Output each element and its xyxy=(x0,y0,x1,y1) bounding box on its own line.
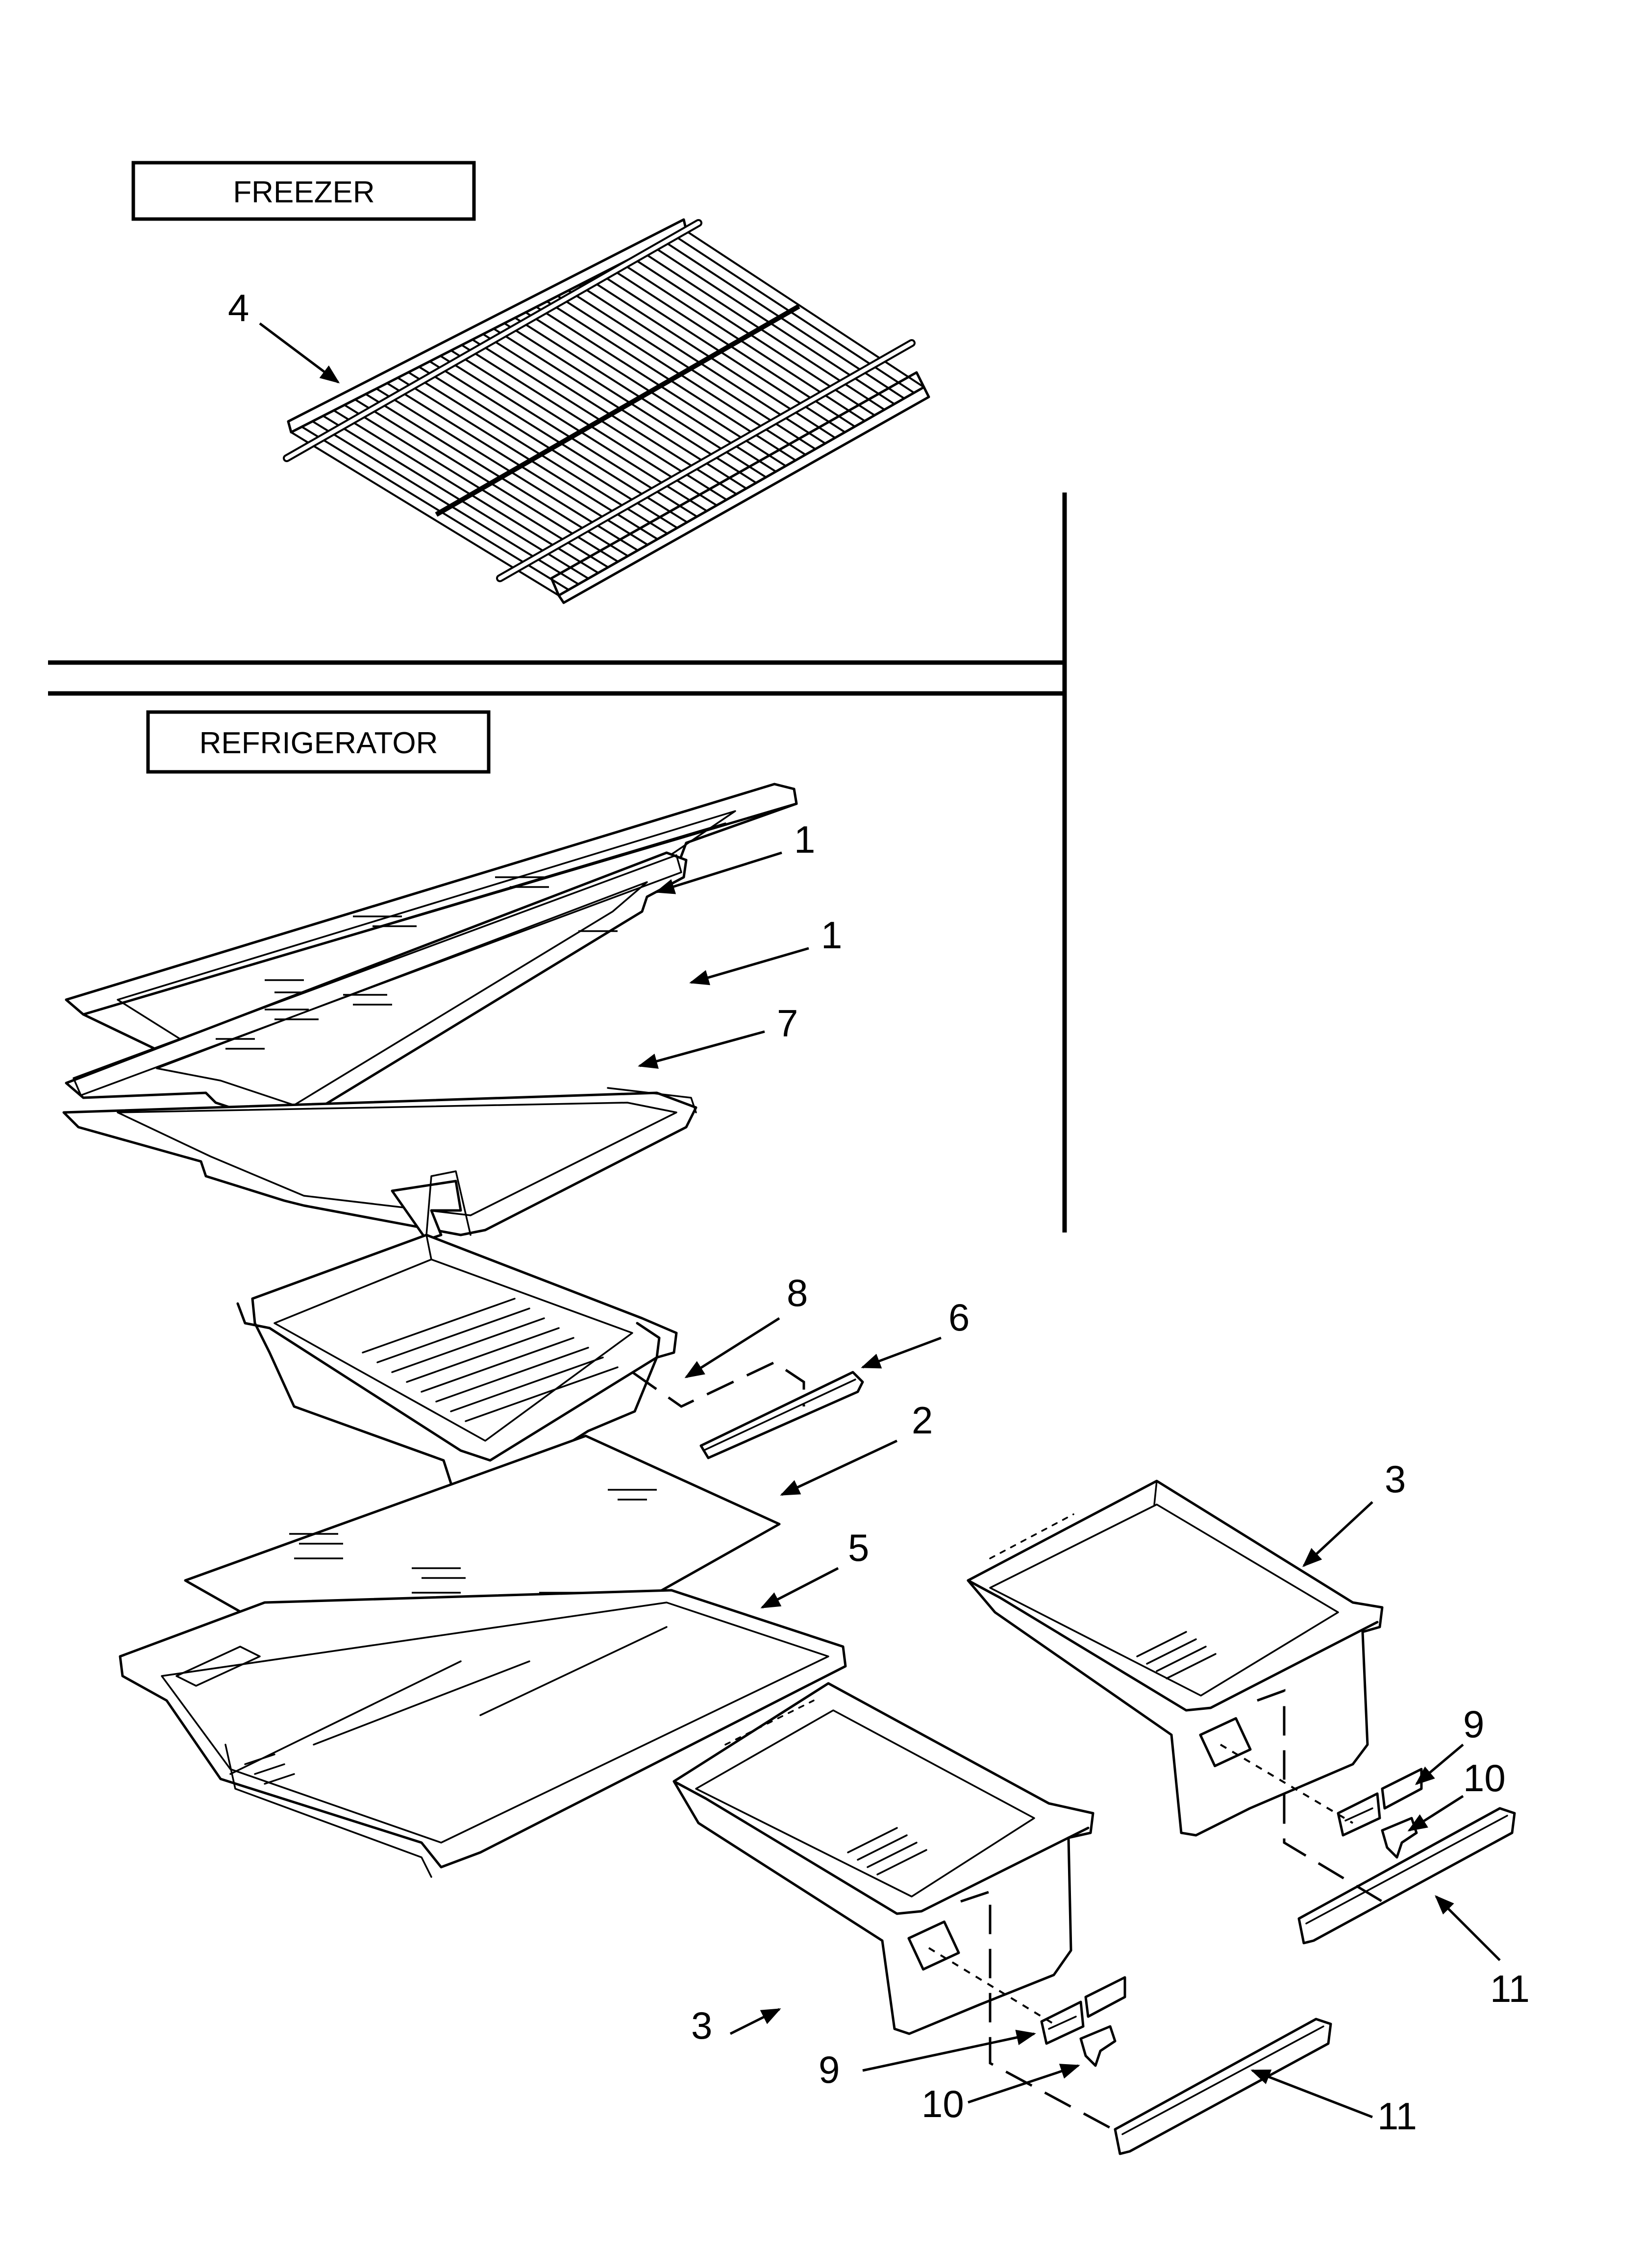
callout-11-left: 11 xyxy=(1377,2095,1417,2138)
handle-clip-right xyxy=(1337,1768,1423,1837)
callout-7: 7 xyxy=(777,1002,798,1045)
refrigerator-label-box: REFRIGERATOR xyxy=(146,710,491,774)
crisper-ribs-right xyxy=(1136,1631,1217,1679)
vent-slots xyxy=(244,1753,295,1785)
crisper-ribs-left xyxy=(847,1827,927,1875)
callout-3-left: 3 xyxy=(691,2004,712,2047)
callout-8: 8 xyxy=(787,1271,808,1314)
deli-drawer xyxy=(236,1170,678,1530)
drawer-trim xyxy=(699,1371,864,1459)
callout-4: 4 xyxy=(228,286,249,329)
crisper-cover-frame xyxy=(119,1589,847,1878)
freezer-wire-shelf xyxy=(283,218,930,604)
crisper-top-dots-right xyxy=(989,1513,1074,1559)
callout-11-right: 11 xyxy=(1490,1967,1530,2010)
assembly-lines xyxy=(631,1361,1383,2133)
glass-shelf-second xyxy=(65,851,688,1124)
callout-10-left: 10 xyxy=(921,2082,964,2125)
callout-1-top: 1 xyxy=(794,818,815,861)
crisper-handle-right xyxy=(1297,1807,1516,1945)
shelf-frame xyxy=(62,1087,697,1241)
freezer-label-box: FREEZER xyxy=(131,161,476,221)
freezer-label: FREEZER xyxy=(233,175,374,209)
section-dividers xyxy=(48,493,1067,1233)
shelf-wires xyxy=(290,229,925,596)
handle-clip-left xyxy=(1040,1976,1126,2045)
glass-highlights-2 xyxy=(216,930,618,1050)
leader-lines xyxy=(259,322,1501,2119)
drawer-grille xyxy=(362,1298,619,1422)
callout-numbers: 4 1 1 7 8 6 2 5 3 9 10 11 3 9 10 11 xyxy=(228,286,1530,2138)
callout-9-left: 9 xyxy=(819,2048,840,2091)
callout-3-right: 3 xyxy=(1385,1457,1406,1501)
handle-bracket-right xyxy=(1381,1817,1418,1859)
callout-2: 2 xyxy=(912,1399,933,1442)
callout-10-right: 10 xyxy=(1463,1756,1506,1800)
crisper-top-dots-left xyxy=(724,1700,815,1746)
handle-bracket-left xyxy=(1079,2025,1117,2067)
refrigerator-label: REFRIGERATOR xyxy=(199,726,438,760)
callout-5: 5 xyxy=(848,1526,869,1569)
callout-9-right: 9 xyxy=(1463,1702,1484,1746)
crisper-handle-left xyxy=(1114,2018,1332,2155)
crisper-drawer-left xyxy=(672,1682,1094,2035)
crisper-drawer-right xyxy=(967,1479,1384,1837)
callout-6: 6 xyxy=(948,1296,970,1339)
callout-1-second: 1 xyxy=(821,913,842,957)
shelf-wire xyxy=(599,273,846,433)
